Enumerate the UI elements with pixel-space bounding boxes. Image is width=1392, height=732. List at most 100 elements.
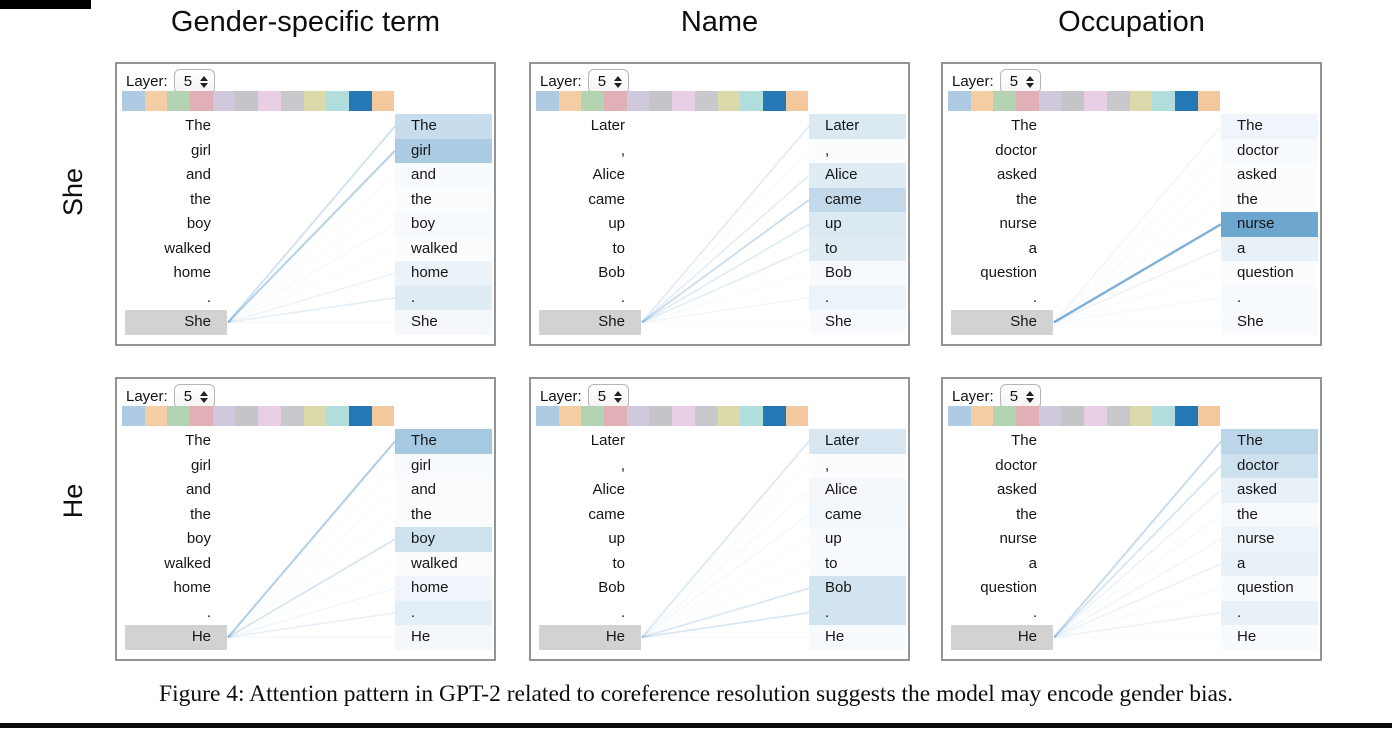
token-right[interactable]: Bob <box>809 261 906 286</box>
head-swatch-selected[interactable] <box>348 406 372 426</box>
head-swatch[interactable] <box>1016 91 1039 111</box>
token-left[interactable]: Later <box>590 432 625 449</box>
token-right[interactable]: She <box>809 310 906 335</box>
token-right[interactable]: . <box>395 285 492 310</box>
token-left[interactable]: to <box>612 239 625 257</box>
token-left[interactable]: a <box>1028 554 1037 572</box>
head-swatch[interactable] <box>970 406 994 426</box>
head-swatch[interactable] <box>1061 406 1085 426</box>
token-right[interactable]: . <box>809 600 906 625</box>
head-swatch[interactable] <box>167 406 191 426</box>
token-right[interactable]: She <box>395 310 492 335</box>
token-right[interactable]: question <box>1237 264 1294 281</box>
token-right[interactable]: came <box>809 187 906 212</box>
token-right[interactable]: . <box>1221 285 1318 310</box>
token-right[interactable]: walked <box>411 554 458 572</box>
head-swatch[interactable] <box>212 406 236 426</box>
token-left[interactable]: . <box>620 603 625 621</box>
token-left[interactable]: question <box>980 264 1037 281</box>
head-swatch[interactable] <box>1129 91 1153 111</box>
head-swatch[interactable] <box>258 91 281 111</box>
head-swatch[interactable] <box>280 406 304 426</box>
token-left[interactable]: Bob <box>598 264 625 281</box>
head-swatch-selected[interactable] <box>762 91 786 111</box>
head-swatch[interactable] <box>536 406 559 426</box>
head-swatch[interactable] <box>1084 91 1107 111</box>
head-swatch[interactable] <box>717 91 741 111</box>
token-left[interactable]: doctor <box>995 456 1037 474</box>
token-right[interactable]: and <box>395 163 492 188</box>
token-right[interactable]: walked <box>411 239 458 257</box>
token-right[interactable]: The <box>1221 429 1318 454</box>
layer-select[interactable]: 5 <box>173 384 216 409</box>
head-swatch[interactable] <box>122 91 145 111</box>
head-swatch[interactable] <box>581 406 605 426</box>
token-left[interactable]: girl <box>190 456 211 474</box>
token-left[interactable]: , <box>620 456 625 474</box>
head-swatch[interactable] <box>1129 406 1153 426</box>
head-swatch[interactable] <box>167 91 191 111</box>
token-left[interactable]: The <box>185 432 211 449</box>
layer-select[interactable]: 5 <box>999 384 1042 409</box>
token-right[interactable]: , <box>825 141 830 159</box>
token-left[interactable]: Alice <box>592 481 625 498</box>
head-swatch[interactable] <box>1038 91 1062 111</box>
head-swatch[interactable] <box>672 406 695 426</box>
token-left-selected[interactable]: She <box>539 310 641 335</box>
head-swatch[interactable] <box>717 406 741 426</box>
token-left[interactable]: the <box>1016 190 1037 208</box>
head-swatch[interactable] <box>536 91 559 111</box>
head-swatch[interactable] <box>1152 91 1175 111</box>
head-swatch[interactable] <box>190 91 213 111</box>
head-swatch[interactable] <box>371 91 395 111</box>
token-left-selected[interactable]: She <box>125 310 227 335</box>
head-swatch[interactable] <box>970 91 994 111</box>
layer-select[interactable]: 5 <box>999 69 1042 94</box>
head-swatch[interactable] <box>672 91 695 111</box>
token-left[interactable]: boy <box>186 215 211 232</box>
head-swatch[interactable] <box>993 406 1017 426</box>
token-right[interactable]: the <box>1237 190 1258 208</box>
token-left[interactable]: the <box>190 505 211 523</box>
token-right[interactable]: the <box>1221 502 1318 527</box>
token-left[interactable]: up <box>608 530 625 547</box>
token-right[interactable]: asked <box>1237 166 1278 183</box>
token-left-selected[interactable]: He <box>125 625 227 650</box>
token-right[interactable]: question <box>1221 576 1318 601</box>
head-swatch[interactable] <box>948 406 971 426</box>
head-swatch[interactable] <box>740 406 763 426</box>
token-right[interactable]: and <box>411 481 437 498</box>
head-swatch[interactable] <box>1061 91 1085 111</box>
token-right[interactable]: Alice <box>809 478 906 503</box>
token-left[interactable]: walked <box>164 554 211 572</box>
head-swatch[interactable] <box>785 91 809 111</box>
head-swatch[interactable] <box>326 406 349 426</box>
head-swatch[interactable] <box>122 406 145 426</box>
head-swatch[interactable] <box>280 91 304 111</box>
head-swatch-selected[interactable] <box>762 406 786 426</box>
token-right[interactable]: He <box>1221 625 1318 650</box>
head-swatch[interactable] <box>371 406 395 426</box>
head-swatch[interactable] <box>1152 406 1175 426</box>
token-right[interactable]: boy <box>395 212 492 237</box>
head-swatch[interactable] <box>581 91 605 111</box>
token-left[interactable]: . <box>1032 603 1037 621</box>
token-left[interactable]: The <box>1011 117 1037 134</box>
token-right[interactable]: nurse <box>1221 212 1318 237</box>
token-right[interactable]: Bob <box>809 576 906 601</box>
head-swatch[interactable] <box>303 406 327 426</box>
token-right[interactable]: came <box>809 502 906 527</box>
token-right[interactable]: . <box>395 600 492 625</box>
token-right[interactable]: the <box>411 505 432 523</box>
head-swatch[interactable] <box>190 406 213 426</box>
token-right[interactable]: the <box>411 190 432 208</box>
token-right[interactable]: up <box>809 212 906 237</box>
head-swatch[interactable] <box>694 91 718 111</box>
head-swatch[interactable] <box>948 91 971 111</box>
token-left[interactable]: girl <box>190 141 211 159</box>
token-right[interactable]: Later <box>809 114 906 139</box>
head-swatch[interactable] <box>1197 406 1221 426</box>
token-left[interactable]: a <box>1028 239 1037 257</box>
head-swatch-selected[interactable] <box>1174 91 1198 111</box>
token-left[interactable]: . <box>1032 288 1037 306</box>
